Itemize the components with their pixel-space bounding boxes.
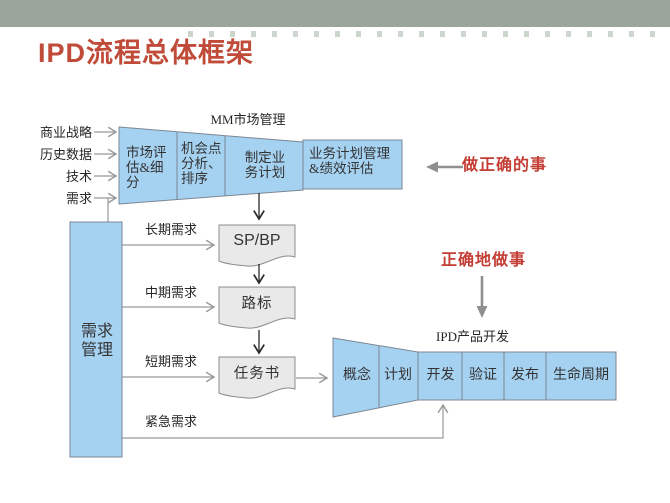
doc-charter — [218, 356, 296, 399]
flow-long-term: 长期需求 — [145, 222, 198, 237]
flow-mid-term: 中期需求 — [145, 285, 198, 300]
ipd-stage-verify: 验证 — [469, 368, 497, 383]
ipd-stage-lifecycle: 生命周期 — [553, 368, 609, 383]
header-bar — [0, 0, 670, 27]
requirement-mgmt-label: 需求管理 — [80, 323, 113, 359]
doc-label-spbp: SP/BP — [233, 232, 281, 249]
ipd-stage-bar — [417, 351, 617, 401]
ipd-stage-develop: 开发 — [426, 368, 455, 383]
input-history-data: 历史数据 — [39, 147, 92, 162]
input-requirement: 需求 — [65, 191, 92, 206]
doc-label-roadmap: 路标 — [241, 296, 273, 312]
input-technology: 技术 — [65, 169, 92, 184]
flow-short-term: 短期需求 — [145, 354, 198, 369]
input-business-strategy: 商业战略 — [39, 125, 92, 140]
mm-stage-market-eval: 市场评估&细分 — [126, 145, 167, 190]
doc-roadmap — [218, 286, 296, 329]
ipd-stage-release: 发布 — [511, 368, 539, 383]
annotation-do-right-thing: 做正确的事 — [462, 157, 548, 174]
ipd-funnel-title: IPD产品开发 — [436, 329, 509, 344]
doc-spbp — [218, 224, 296, 267]
mm-stage-business-plan: 制定业务计划 — [244, 150, 286, 180]
left-arrow-head-icon — [426, 161, 438, 173]
ipd-stage-plan: 计划 — [384, 368, 412, 383]
mm-stage-plan-mgmt: 业务计划管理&绩效评估 — [309, 146, 390, 176]
down-arrow-head-icon — [476, 306, 488, 318]
requirement-mgmt-box — [69, 221, 123, 458]
doc-label-charter: 任务书 — [233, 366, 281, 382]
mm-funnel-title: MM市场管理 — [210, 112, 286, 127]
ipd-stage-concept: 概念 — [343, 368, 371, 383]
page-title: IPD流程总体框架 — [38, 38, 255, 68]
business-plan-mgmt-box — [302, 139, 403, 190]
mm-funnel-shape — [118, 126, 304, 205]
flow-urgent: 紧急需求 — [145, 414, 198, 429]
mm-stage-opportunity: 机会点分析、排序 — [181, 141, 222, 186]
annotation-do-thing-right: 正确地做事 — [441, 252, 527, 269]
arrow-urgent-demand — [122, 403, 449, 439]
header-tick-pattern — [188, 31, 670, 37]
